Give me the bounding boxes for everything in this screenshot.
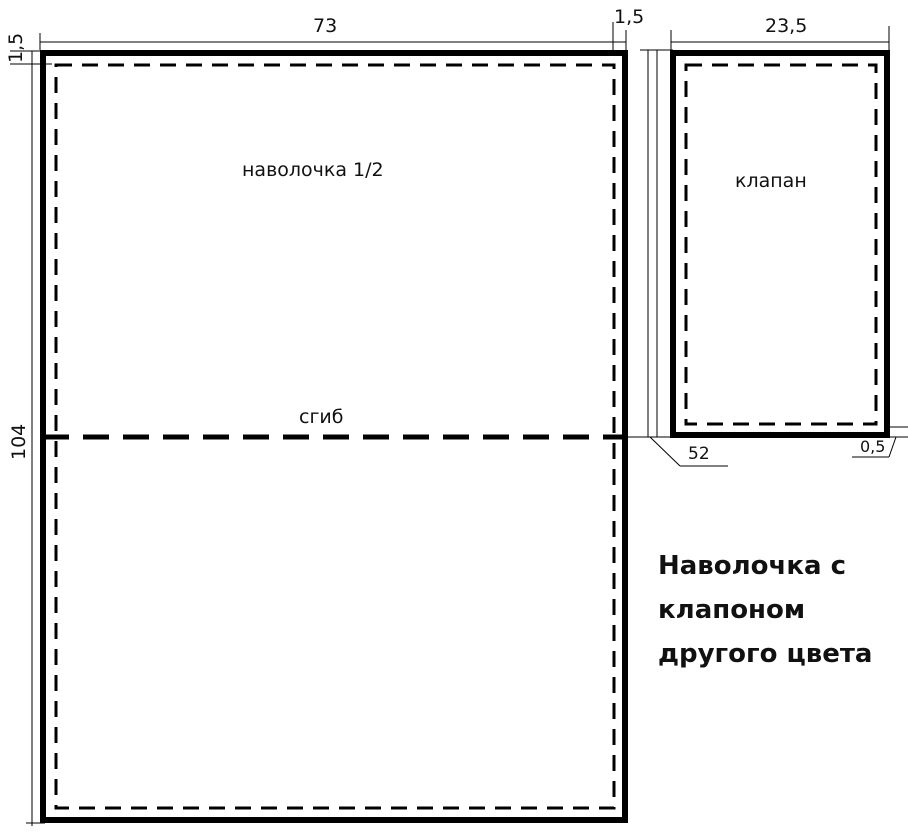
fold-label: сгиб xyxy=(299,406,344,428)
dim-label-seam-right: 1,5 xyxy=(614,6,645,28)
title-line-1: Наволочка с xyxy=(658,551,847,581)
dim-label-width-73: 73 xyxy=(313,15,338,37)
title-line-3: другого цвета xyxy=(658,639,873,669)
dim-label-height-104: 104 xyxy=(8,423,30,460)
dim-label-height-52: 52 xyxy=(688,444,710,464)
dim-label-seam-top: 1,5 xyxy=(5,32,27,63)
flap-cut-outline xyxy=(670,50,890,438)
dim-label-width-23-5: 23,5 xyxy=(765,15,808,37)
flap-label: клапан xyxy=(735,170,807,192)
flap-seam-line xyxy=(684,63,878,426)
diagram-title: Наволочка с клапоном другого цвета xyxy=(658,544,872,676)
title-line-2: клапоном xyxy=(658,595,806,625)
dim-label-flap-seam: 0,5 xyxy=(860,437,886,456)
pillowcase-label: наволочка 1/2 xyxy=(242,159,384,181)
